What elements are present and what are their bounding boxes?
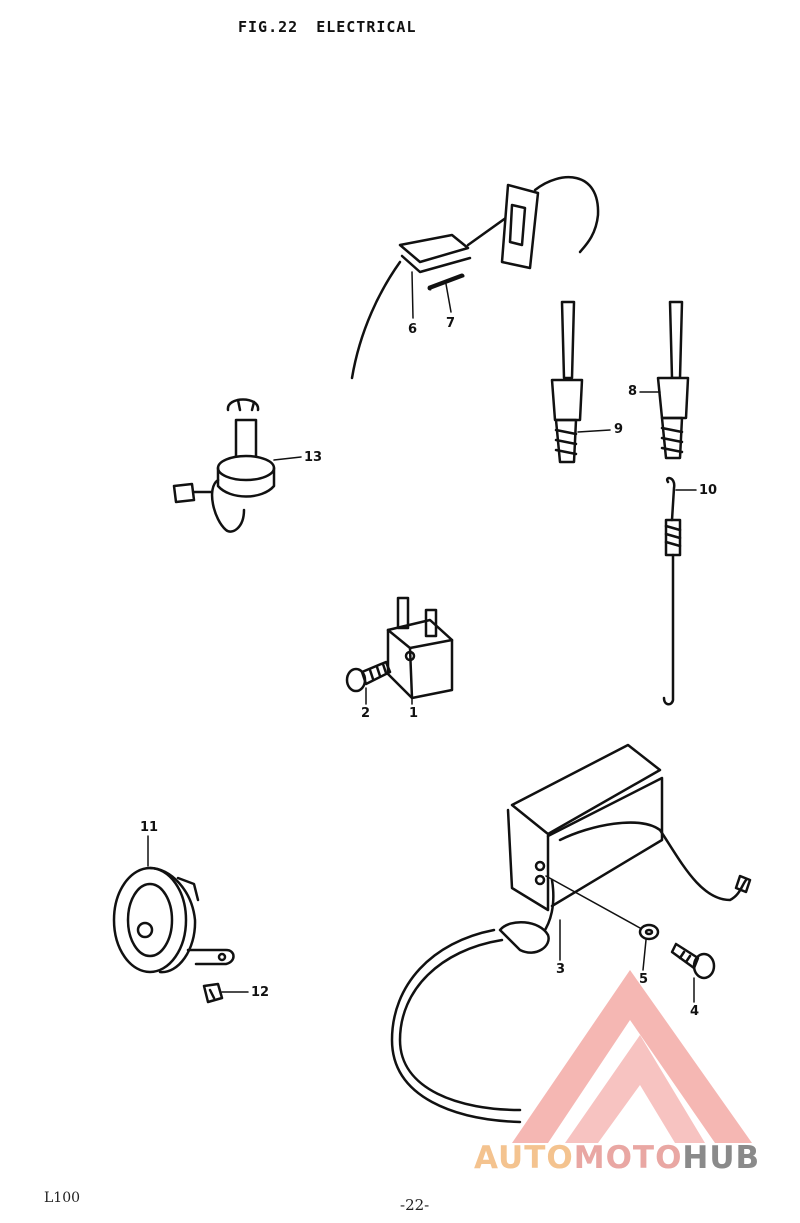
callout-13: 13	[304, 450, 323, 465]
callout-9: 9	[614, 422, 624, 437]
callout-4: 4	[690, 1004, 700, 1019]
callout-7: 7	[446, 316, 456, 331]
switch-assembly	[172, 398, 276, 533]
washer	[638, 923, 660, 941]
callout-11: 11	[140, 820, 159, 835]
horn	[112, 866, 235, 974]
callout-2: 2	[361, 706, 371, 721]
ignition-coil	[390, 743, 752, 1124]
figure-title: FIG.22 ELECTRICAL	[238, 18, 417, 36]
figure-name: ELECTRICAL	[316, 18, 417, 36]
fuse-holder-assembly	[350, 176, 600, 380]
figure-number: FIG.22	[238, 18, 299, 36]
screw-1	[345, 660, 392, 693]
callout-5: 5	[639, 972, 649, 987]
callout-12: 12	[251, 985, 270, 1000]
spring-rod	[662, 476, 682, 706]
callout-6: 6	[408, 322, 418, 337]
leader-lines	[147, 271, 697, 1003]
callout-10: 10	[699, 483, 718, 498]
spark-plug-right	[656, 300, 690, 460]
watermark-logo	[512, 970, 752, 1143]
model-code: L100	[44, 1190, 81, 1206]
watermark-hub: HUB	[682, 1140, 761, 1176]
callout-8: 8	[628, 384, 638, 399]
watermark-auto: AUTO	[474, 1140, 574, 1176]
relay-unit	[386, 596, 454, 700]
screw-2	[670, 942, 716, 980]
bolt	[202, 982, 224, 1004]
callout-1: 1	[409, 706, 419, 721]
page-number: -22-	[400, 1196, 430, 1214]
spark-plug-left	[550, 300, 584, 464]
callout-3: 3	[556, 962, 566, 977]
watermark-text: AUTOMOTOHUB	[474, 1140, 760, 1176]
watermark-moto: MOTO	[573, 1140, 683, 1176]
